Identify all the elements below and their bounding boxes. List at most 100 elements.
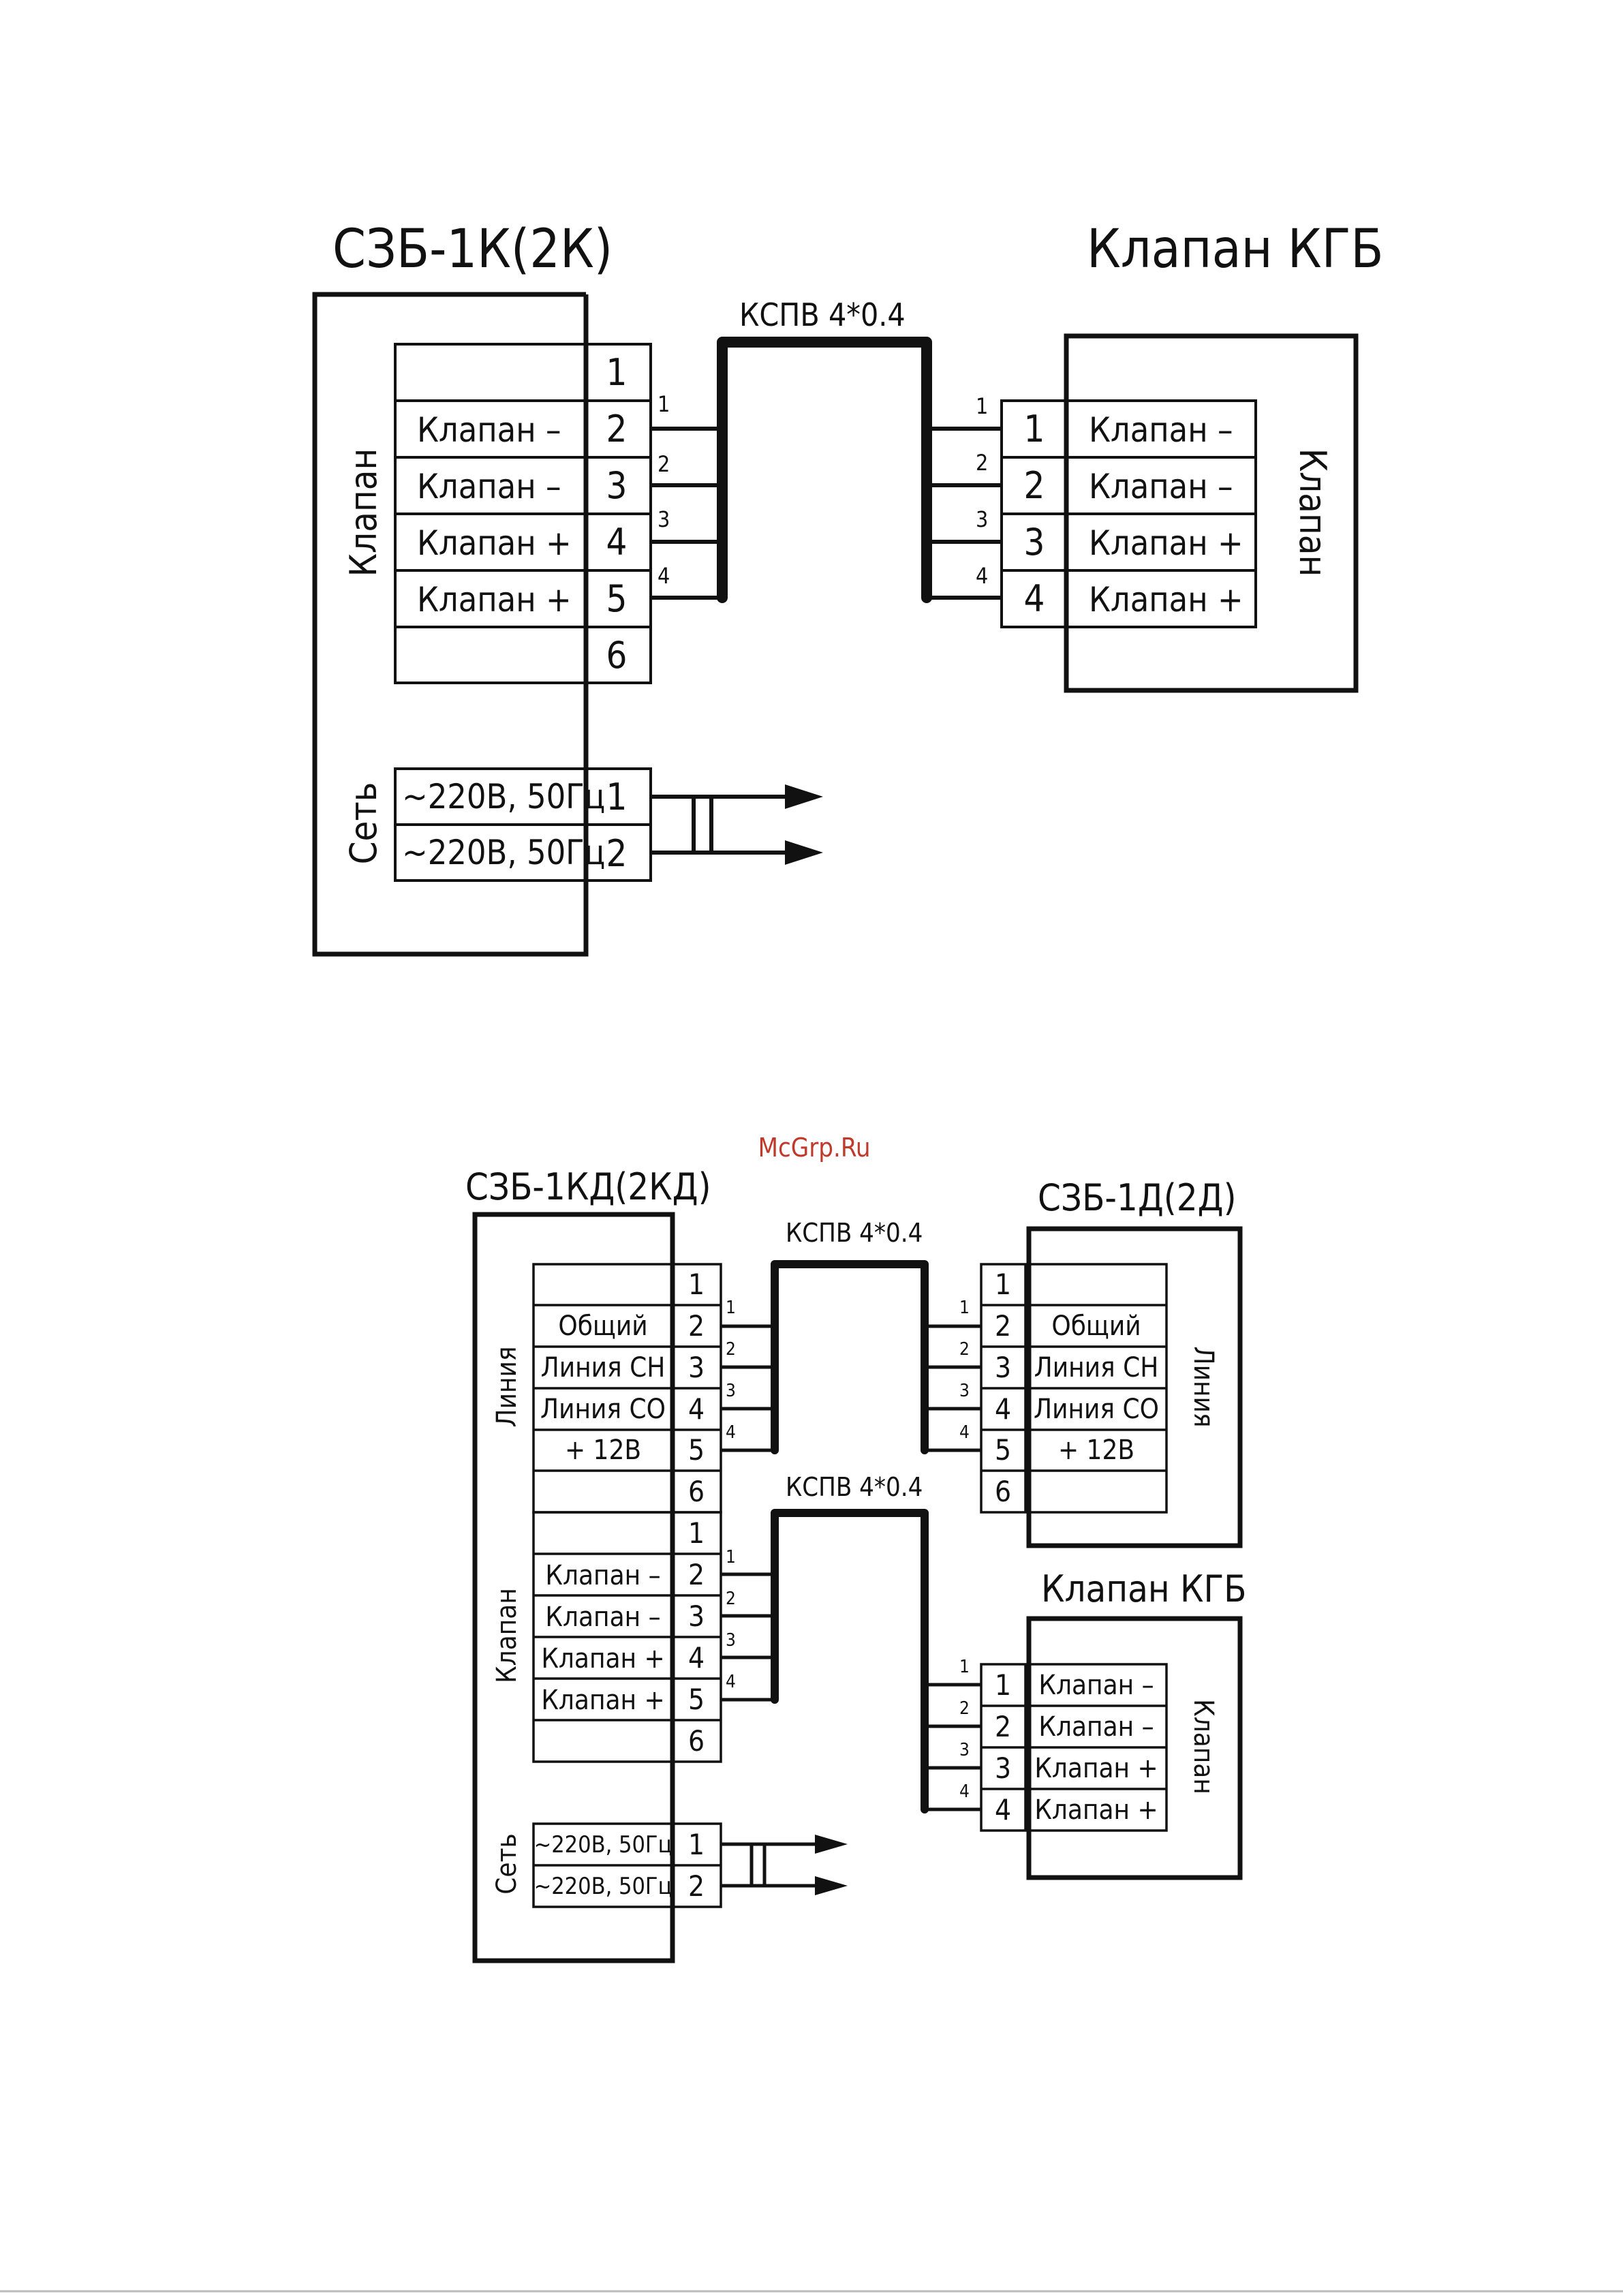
d2-left-line-num: 3 bbox=[688, 1351, 705, 1384]
d2-wire-number: 3 bbox=[959, 1381, 970, 1401]
d1-left-terminal-label: Клапан – bbox=[417, 467, 561, 506]
d2-top-wires: 1 2 3 4 1 2 3 4 bbox=[721, 1298, 981, 1452]
d2-left-title: СЗБ-1КД(2КД) bbox=[465, 1165, 711, 1208]
d2-power-arrow-icon bbox=[815, 1835, 848, 1854]
d2-left-net-side-label: Сеть bbox=[491, 1833, 523, 1894]
d2-net-num: 2 bbox=[688, 1869, 705, 1903]
d1-left-net-side-label: Сеть bbox=[342, 782, 385, 865]
d2-bottom-cable-bus bbox=[771, 1509, 929, 1813]
d2-left-valve-label: Клапан + bbox=[541, 1685, 664, 1716]
d2-right-top-num: 5 bbox=[995, 1433, 1011, 1467]
d1-right-terminal-label: Клапан + bbox=[1089, 580, 1243, 619]
d2-left-line-num: 6 bbox=[688, 1475, 705, 1508]
d2-wire-number: 4 bbox=[726, 1422, 736, 1443]
d1-cable-bus bbox=[717, 337, 932, 603]
d2-right-bottom-label: Клапан – bbox=[1038, 1711, 1154, 1743]
d1-left-terminal-label: Клапан + bbox=[417, 580, 572, 619]
d1-wire-number: 2 bbox=[658, 451, 670, 477]
d2-wire-number: 2 bbox=[959, 1339, 970, 1360]
d2-wire-number: 2 bbox=[726, 1589, 736, 1609]
d2-wire-number: 4 bbox=[959, 1781, 970, 1802]
d2-right-bottom-title: Клапан КГБ bbox=[1041, 1567, 1247, 1610]
d1-right-terminal-label: Клапан – bbox=[1089, 410, 1233, 450]
watermark: McGrp.Ru bbox=[758, 1133, 870, 1163]
d2-left-line-side-label: Линия bbox=[491, 1346, 523, 1427]
d2-wire-number: 3 bbox=[726, 1630, 736, 1651]
d2-wire-number: 1 bbox=[726, 1298, 736, 1318]
d2-left-valve-terminal-block: 1 2 3 4 5 6 Клапан – Клапан – Клапан + К… bbox=[532, 1511, 722, 1763]
d2-left-net-terminal-block: 1 2 ~220В, 50Гц ~220В, 50Гц bbox=[532, 1822, 848, 1908]
d2-right-top-label: Общий bbox=[1051, 1311, 1141, 1342]
d2-right-top-num: 6 bbox=[995, 1475, 1011, 1508]
d2-left-valve-side-label: Клапан bbox=[491, 1588, 523, 1683]
d1-wire-number: 4 bbox=[658, 563, 670, 589]
d2-wire-number: 1 bbox=[959, 1298, 970, 1318]
d1-left-terminal-block: 1 2 3 4 5 6 Клапан – Клапан – Клапан + К… bbox=[394, 343, 652, 684]
d2-top-cable-bus bbox=[771, 1260, 929, 1454]
d2-wire-number: 2 bbox=[959, 1698, 970, 1719]
d2-left-line-num: 5 bbox=[688, 1433, 705, 1467]
d1-net-terminal-label: ~220В, 50Гц bbox=[402, 777, 605, 816]
d2-wire-number: 2 bbox=[726, 1339, 736, 1360]
d2-right-bottom-num: 3 bbox=[995, 1751, 1011, 1785]
d2-left-valve-num: 2 bbox=[688, 1558, 705, 1591]
d1-left-terminal-num: 1 bbox=[606, 351, 628, 394]
d2-left-line-num: 2 bbox=[688, 1309, 705, 1343]
d1-wire-number: 1 bbox=[658, 391, 670, 417]
d2-left-line-label: Линия СН bbox=[541, 1352, 666, 1383]
d2-left-valve-label: Клапан + bbox=[541, 1643, 664, 1674]
d1-wire-number: 4 bbox=[976, 563, 988, 589]
d2-right-top-label: + 12В bbox=[1058, 1435, 1134, 1466]
d1-right-side-label: Клапан bbox=[1291, 448, 1334, 577]
d1-right-terminal-block: 1 2 3 4 Клапан – Клапан – Клапан + Клапа… bbox=[1000, 399, 1257, 628]
d2-right-bottom-num: 1 bbox=[995, 1668, 1011, 1702]
d2-right-bottom-terminal-block: 1 2 3 4 Клапан – Клапан – Клапан + Клапа… bbox=[980, 1663, 1168, 1832]
d1-right-terminal-num: 2 bbox=[1024, 464, 1045, 507]
d1-cable-label: КСПВ 4*0.4 bbox=[739, 296, 906, 333]
d2-bottom-wires: 1 2 3 4 1 2 3 4 bbox=[721, 1547, 981, 1811]
d2-left-valve-num: 4 bbox=[688, 1641, 705, 1674]
d1-left-terminal-num: 6 bbox=[606, 634, 628, 677]
d1-left-terminal-label: Клапан + bbox=[417, 523, 572, 563]
d2-right-top-num: 3 bbox=[995, 1351, 1011, 1384]
d1-wire-number: 3 bbox=[658, 506, 670, 532]
d2-left-line-terminal-block: 1 2 3 4 5 6 Общий Линия СН Линия СО + 12… bbox=[532, 1263, 722, 1514]
d2-left-valve-num: 1 bbox=[688, 1516, 705, 1550]
d2-left-valve-label: Клапан – bbox=[545, 1560, 660, 1591]
d2-wire-number: 3 bbox=[726, 1381, 736, 1401]
d2-left-valve-num: 6 bbox=[688, 1724, 705, 1758]
d1-wire-number: 2 bbox=[976, 450, 988, 476]
d1-left-device-box bbox=[312, 292, 589, 957]
d2-wire-number: 4 bbox=[726, 1672, 736, 1692]
d2-right-bottom-side-label: Клапан bbox=[1188, 1699, 1219, 1794]
d2-right-bottom-num: 4 bbox=[995, 1793, 1011, 1826]
d1-wire-number: 3 bbox=[976, 506, 988, 532]
d1-right-terminal-num: 1 bbox=[1024, 408, 1045, 450]
d2-cable-bottom-label: КСПВ 4*0.4 bbox=[786, 1472, 923, 1502]
d2-right-top-label: Линия СО bbox=[1034, 1394, 1159, 1425]
d1-right-wires: 1 2 3 4 bbox=[927, 393, 1002, 600]
d2-power-arrow-icon bbox=[815, 1876, 848, 1895]
d1-left-terminal-num: 2 bbox=[606, 408, 628, 450]
d1-left-valve-side-label: Клапан bbox=[342, 448, 385, 577]
d2-right-bottom-label: Клапан + bbox=[1034, 1753, 1158, 1784]
diagram-1: СЗБ-1К(2К) Клапан КГБ КСПВ 4*0.4 Клапан … bbox=[312, 219, 1384, 957]
d2-right-bottom-num: 2 bbox=[995, 1710, 1011, 1743]
d2-right-top-title: СЗБ-1Д(2Д) bbox=[1038, 1176, 1237, 1219]
d1-right-terminal-num: 4 bbox=[1024, 577, 1045, 620]
d1-right-terminal-label: Клапан – bbox=[1089, 467, 1233, 506]
d2-left-line-num: 1 bbox=[688, 1268, 705, 1301]
d2-left-line-label: + 12В bbox=[565, 1435, 641, 1466]
d2-left-valve-label: Клапан – bbox=[545, 1602, 660, 1633]
d1-net-terminal-block: 1 2 ~220В, 50Гц ~220В, 50Гц bbox=[394, 767, 823, 882]
d2-net-num: 1 bbox=[688, 1828, 705, 1861]
d1-left-terminal-num: 3 bbox=[606, 464, 628, 507]
d1-net-terminal-num: 2 bbox=[606, 832, 628, 875]
d1-left-wires: 1 2 3 4 bbox=[651, 391, 722, 600]
d2-right-top-num: 4 bbox=[995, 1392, 1011, 1426]
d1-right-terminal-label: Клапан + bbox=[1089, 523, 1243, 563]
d1-left-terminal-label: Клапан – bbox=[417, 410, 561, 450]
d2-net-label: ~220В, 50Гц bbox=[534, 1873, 673, 1900]
d2-wire-number: 4 bbox=[959, 1422, 970, 1443]
